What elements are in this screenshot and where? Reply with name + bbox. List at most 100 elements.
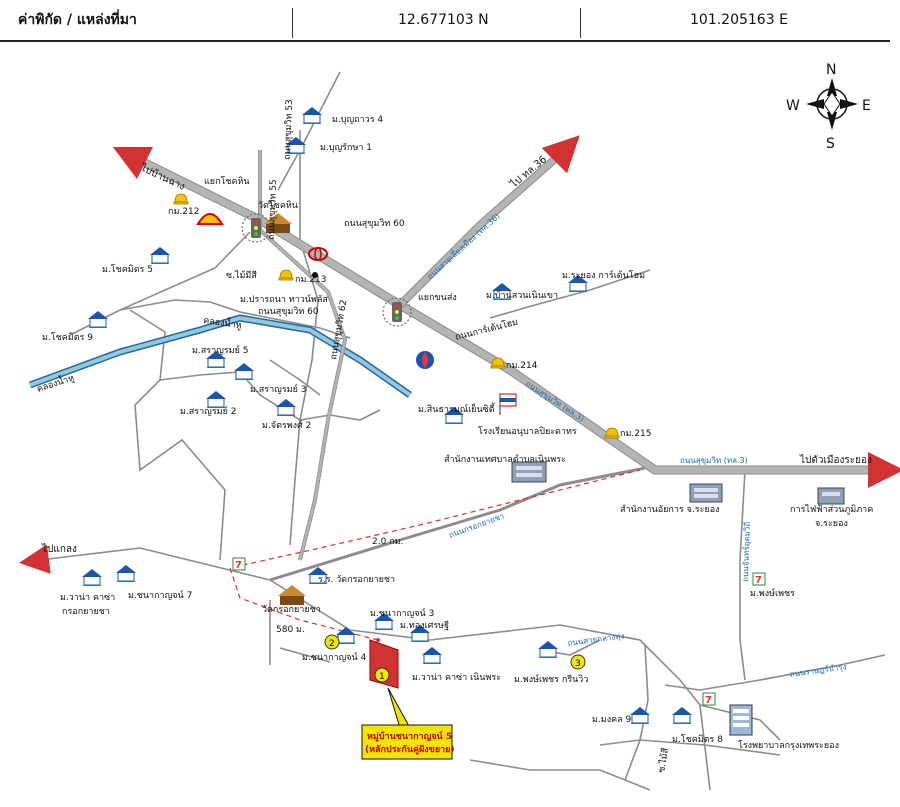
place-label: ม.ชนากาญจน์ 4: [302, 651, 367, 663]
road-label: ถนนสายเลี่ยงเมือง (ทล.36): [424, 210, 502, 281]
place-label: กรอกยายชา: [62, 607, 110, 617]
house-icon: [82, 569, 102, 586]
place-label: ร.ร. วัดกรอกยายชา: [318, 575, 395, 585]
house-icon: [206, 351, 226, 368]
target-callout: หมู่บ้านชนากาญจน์ 5 (หลักประกันคู่ฝังขยา…: [361, 687, 455, 760]
temple-icon: [278, 585, 306, 605]
place-label: การไฟฟ้าส่วนภูมิภาค: [790, 504, 873, 515]
route-dashed: [229, 469, 641, 642]
building-icon: [689, 483, 723, 503]
compass-east: E: [862, 98, 871, 114]
place-label: ม.ปรารถนา ทาวน์พลัส: [240, 293, 328, 305]
traffic-light-icon: [382, 297, 412, 327]
school-flag-icon: [499, 393, 517, 415]
marker-3: 3: [570, 654, 586, 670]
svg-text:7: 7: [755, 575, 762, 586]
house-icon: [116, 565, 136, 582]
km-post-icon: [490, 357, 506, 369]
km-post-icon: [173, 193, 189, 205]
marker-number: 2: [329, 639, 335, 649]
house-icon: [422, 647, 442, 664]
km-post-icon: [604, 427, 620, 439]
longitude-value: 101.205163 E: [690, 12, 788, 28]
house-icon: [302, 107, 322, 124]
marker-2: 2: [324, 634, 340, 650]
shell-logo-icon: [196, 213, 224, 225]
place-label: ม.สินธารมณ์เย็นซิตี้: [418, 402, 496, 415]
house-icon: [206, 391, 226, 408]
road-label: ถนนสุขุมวิท (ทล.3): [524, 379, 586, 423]
convenience-store-icon: 7: [752, 572, 766, 586]
place-label: ม.พงษ์เพชร กรีนวิว: [514, 673, 588, 685]
house-icon: [568, 275, 588, 292]
road-label: ถนนสุขุมวิท (ทล.3): [680, 456, 748, 465]
place-label: วัดโชคหิน: [258, 200, 298, 211]
svg-text:7: 7: [705, 695, 712, 706]
toyota-logo-icon: [308, 247, 328, 261]
place-label: จ.ระยอง: [815, 519, 848, 529]
place-label: ม.พงษ์เพชร: [750, 587, 795, 599]
place-label: ม.วาน่า คาซ่า เนินพระ: [412, 672, 501, 683]
place-label: ม.ชนากาญจน์ 3: [370, 607, 434, 619]
location-map: N S E W: [19, 62, 900, 791]
ptt-logo-icon: [416, 351, 434, 369]
target-location-marker: 1: [369, 639, 399, 689]
km-post-icon: [278, 269, 294, 281]
junction-dot: [312, 272, 318, 278]
distance-label: 580 ม.: [276, 625, 305, 635]
road-label: ถนนสุขุมวิท 53: [282, 99, 295, 160]
house-icon: [286, 137, 306, 154]
callout-title: หมู่บ้านชนากาญจน์ 5: [367, 730, 452, 742]
place-label: ม.สราญรมย์ 5: [192, 344, 248, 356]
road-label: ถนนสายกลางทุ่ง: [567, 631, 625, 648]
marker-number: 3: [575, 659, 581, 669]
road-label: ถนนการ์เด้นโฮม: [454, 316, 519, 343]
road-label: ถนนสุขุมวิท 60: [258, 306, 319, 317]
callout-subtitle: (หลักประกันคู่ฝังขยาย): [365, 744, 455, 755]
convenience-store-icon: 7: [232, 557, 246, 571]
place-label: ม.โชคมิตร 5: [102, 264, 153, 275]
house-icon: [308, 567, 328, 584]
junction-label: แยกโชคหิน: [204, 176, 250, 187]
place-label: ม.สราญรมย์ 3: [250, 383, 306, 395]
place-label: ม.โชคมิตร 9: [42, 332, 93, 343]
place-label: ม.จัตรพงศ์ 2: [262, 419, 311, 431]
coordinate-label: ค่าพิกัด / แหล่งที่มา: [18, 12, 137, 28]
distance-label: 2.0 กม.: [372, 537, 403, 547]
marker-number: 1: [379, 672, 385, 682]
place-label: ม.โชคมิตร 8: [672, 734, 723, 745]
latitude-value: 12.677103 N: [398, 12, 489, 28]
house-icon: [150, 247, 170, 264]
house-icon: [444, 407, 464, 424]
place-labels: ม.บุญถาวร 4 ม.บุญรักษา 1 วัดโชคหิน กม.21…: [42, 115, 873, 751]
place-label: ม.ชนากาญจน์ 7: [128, 589, 192, 601]
header-divider: [580, 8, 581, 38]
place-label: ม.มงคล 9: [592, 715, 632, 725]
house-icon: [630, 707, 650, 724]
house-icon: [538, 641, 558, 658]
place-label: ม.บ้านสวนเนินเขา: [486, 290, 558, 301]
direction-labels: ไปบ้านฉาง ไป ทล.36 ไปตัวเมืองระยอง ไปแกล…: [41, 153, 872, 555]
svg-text:7: 7: [235, 560, 242, 571]
direction-klaeng: ไปแกลง: [41, 543, 77, 555]
place-label: ม.วาน่า คาซ่า: [60, 593, 115, 603]
place-label: สำนักงานอัยการ จ.ระยอง: [620, 504, 720, 515]
house-icon: [492, 283, 512, 300]
compass-north: N: [826, 62, 836, 78]
header-divider: [292, 8, 293, 38]
road-label: ถนนสุขุมวิท 60: [344, 218, 405, 229]
place-label: กม.214: [506, 361, 538, 371]
house-icon: [374, 613, 394, 630]
canal: [28, 314, 413, 398]
place-label: ม.ทองเศรษฐี: [400, 620, 449, 631]
direction-rayong: ไปตัวเมืองระยอง: [799, 454, 872, 466]
road-label: ถนนราษฎร์บำรุง: [789, 661, 847, 679]
house-icon: [672, 707, 692, 724]
place-label: ซ.ไม้มีสี: [226, 270, 257, 281]
place-label: ม.บุญรักษา 1: [320, 143, 372, 153]
coordinate-header: ค่าพิกัด / แหล่งที่มา 12.677103 N 101.20…: [0, 0, 890, 42]
house-icon: [276, 399, 296, 416]
temple-icon: [264, 213, 292, 233]
place-label: วัดกรอกยายชา: [262, 605, 321, 615]
place-label: กม.212: [168, 207, 199, 217]
